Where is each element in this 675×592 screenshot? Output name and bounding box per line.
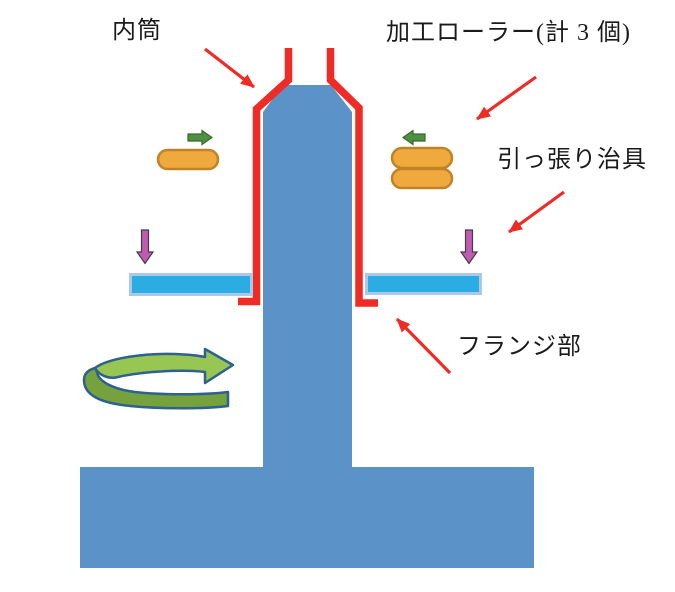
pointer-arrow-pulling-jig (508, 190, 565, 234)
pointer-arrow-inner-cylinder (204, 47, 255, 89)
roller-right-top (390, 146, 454, 170)
roller-left (156, 148, 220, 171)
flange-bar-left (129, 273, 253, 296)
rotation-arrow-upper-band (93, 347, 235, 385)
inner-cylinder-outline-left (238, 48, 293, 306)
pointer-arrow-rollers (476, 75, 537, 121)
feed-arrow-right-icon (187, 129, 214, 146)
label-processing-rollers: 加工ローラー(計 3 個) (386, 20, 631, 46)
label-flange: フランジ部 (457, 334, 582, 360)
roller-right-bottom (390, 167, 454, 190)
feed-arrow-left-icon (401, 129, 426, 146)
pointer-arrow-flange (395, 317, 452, 375)
inner-cylinder-outline-right (326, 48, 378, 307)
flange-bar-right (365, 273, 482, 295)
press-down-arrow-left-icon (135, 229, 155, 265)
rotation-arrow-icon (82, 347, 235, 410)
label-inner-cylinder: 内筒 (112, 18, 162, 44)
press-down-arrow-right-icon (459, 229, 479, 265)
rotation-arrow-lower-band (82, 366, 230, 410)
label-pulling-jig: 引っ張り治具 (497, 147, 647, 173)
mandrel-shape (80, 85, 534, 568)
